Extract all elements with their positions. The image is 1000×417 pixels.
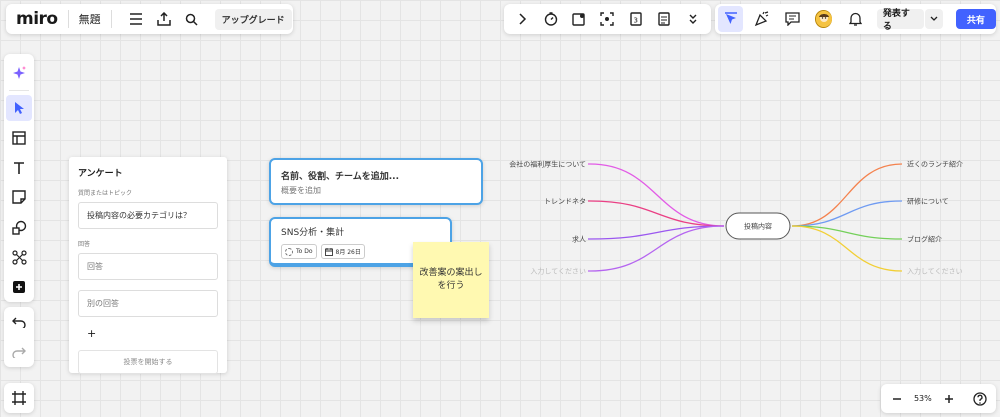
status-label: To Do — [296, 248, 313, 255]
date-chip[interactable]: 8月 26日 — [320, 244, 365, 259]
ai-sparkle-icon[interactable] — [6, 60, 32, 86]
focus-icon[interactable] — [596, 8, 618, 30]
survey-card[interactable]: アンケート 質問またはトピック 投稿内容の必要カテゴリは？ 回答 回答 別の回答… — [69, 157, 227, 374]
miro-logo[interactable]: miro — [16, 9, 58, 29]
calendar-icon[interactable]: 3 — [625, 8, 647, 30]
mindmap-node-label[interactable]: 入力してください — [907, 267, 963, 276]
survey-answer-field-1[interactable]: 回答 — [78, 253, 218, 280]
zoom-controls: 53% — [881, 384, 996, 413]
mindmap-root-label: 投稿内容 — [744, 222, 772, 231]
cursor-select-icon[interactable] — [718, 6, 744, 32]
notes-icon[interactable] — [653, 8, 675, 30]
undo-icon[interactable] — [6, 309, 32, 335]
card-title[interactable]: 名前、役割、チームを追加... — [281, 172, 399, 182]
avatar[interactable] — [814, 10, 833, 28]
text-icon[interactable] — [6, 155, 32, 181]
mindmap-node-label[interactable]: トレンドネタ — [544, 197, 586, 206]
start-voting-button[interactable]: 投票を開始する — [78, 350, 218, 374]
shapes-icon[interactable] — [6, 214, 32, 240]
status-chip[interactable]: To Do — [281, 244, 317, 259]
search-icon[interactable] — [181, 8, 203, 30]
share-button[interactable]: 共有 — [955, 9, 996, 29]
divider — [67, 10, 69, 28]
mindmap-node-label[interactable]: 求人 — [572, 235, 586, 244]
redo-icon[interactable] — [6, 339, 32, 365]
mindmap-branch — [791, 225, 903, 240]
mindmap-branch — [588, 225, 725, 240]
frames-icon[interactable] — [6, 385, 32, 411]
sticky-vote-icon[interactable] — [568, 8, 590, 30]
present-button[interactable]: 発表する — [876, 9, 925, 32]
board-header: miro 無題 アップグレード — [6, 4, 293, 34]
collaboration-tools-bar: 3 — [504, 4, 711, 34]
bell-icon[interactable] — [844, 8, 866, 30]
calendar-icon — [324, 247, 333, 256]
due-date: 8月 26日 — [335, 249, 361, 256]
card-subtitle[interactable]: 概要を追加 — [281, 186, 321, 195]
zoom-level[interactable]: 53% — [913, 394, 932, 403]
connector-icon[interactable] — [6, 244, 32, 270]
board-name[interactable]: 無題 — [78, 13, 101, 26]
celebrate-icon[interactable] — [751, 8, 773, 30]
mindmap-branch — [791, 225, 903, 272]
svg-text:3: 3 — [633, 17, 637, 25]
history-toolbar — [4, 307, 34, 367]
mindmap-branch — [588, 225, 725, 272]
survey-answers-label: 回答 — [78, 241, 91, 248]
comment-icon[interactable] — [782, 8, 804, 30]
mindmap-branch — [588, 163, 725, 227]
divider — [9, 89, 29, 91]
select-cursor-icon[interactable] — [6, 94, 32, 121]
mindmap-node-label[interactable]: 入力してください — [530, 267, 586, 276]
add-answer-button[interactable]: + — [87, 327, 97, 340]
chevron-down-icon[interactable] — [925, 9, 943, 29]
menu-icon[interactable] — [125, 8, 147, 30]
mindmap-node-label[interactable]: 会社の福利厚生について — [509, 160, 586, 169]
sticky-text: 改善案の案出しを行う — [419, 268, 483, 291]
survey-question-label: 質問またはトピック — [78, 190, 133, 197]
mindmap-branch — [588, 200, 725, 227]
more-plus-icon[interactable] — [6, 274, 32, 300]
creation-toolbar — [4, 54, 34, 302]
survey-answer-field-2[interactable]: 別の回答 — [78, 290, 218, 317]
mindmap-branch — [791, 200, 903, 227]
sticky-note[interactable]: 改善案の案出しを行う — [413, 242, 489, 318]
upgrade-button[interactable]: アップグレード — [214, 8, 292, 30]
mindmap-branch — [791, 163, 903, 227]
mindmap-root-node[interactable] — [725, 212, 791, 240]
mindmap-node-label[interactable]: 近くのランチ紹介 — [907, 160, 963, 169]
mindmap-node-label[interactable]: ブログ紹介 — [907, 235, 942, 244]
export-icon[interactable] — [153, 8, 175, 30]
templates-icon[interactable] — [6, 125, 32, 151]
sticky-note-icon[interactable] — [6, 185, 32, 211]
divider — [110, 10, 112, 28]
survey-question-field[interactable]: 投稿内容の必要カテゴリは？ — [78, 202, 218, 229]
status-circle-icon — [285, 247, 293, 256]
user-card[interactable]: 名前、役割、チームを追加... 概要を追加 — [269, 158, 483, 205]
zoom-in-icon[interactable] — [938, 388, 960, 410]
zoom-out-icon[interactable] — [886, 388, 908, 410]
chevron-right-icon[interactable] — [511, 8, 533, 30]
survey-title: アンケート — [78, 169, 123, 179]
timer-icon[interactable] — [540, 8, 562, 30]
frames-toolbar — [4, 383, 34, 413]
task-title[interactable]: SNS分析・集計 — [281, 228, 345, 238]
help-icon[interactable] — [969, 388, 991, 410]
share-bar: 発表する 共有 — [715, 4, 996, 34]
mindmap-node-label[interactable]: 研修について — [907, 197, 949, 206]
chevron-double-down-icon[interactable] — [682, 8, 704, 30]
